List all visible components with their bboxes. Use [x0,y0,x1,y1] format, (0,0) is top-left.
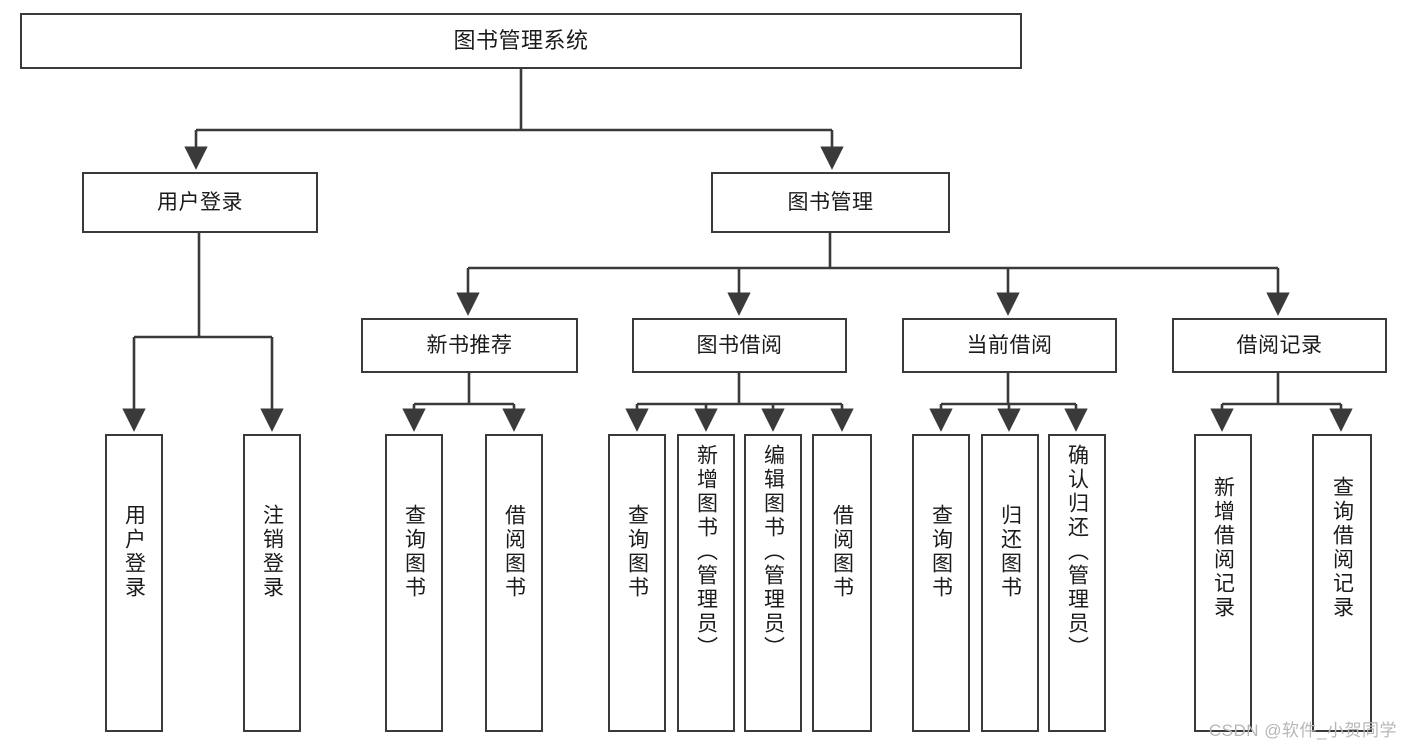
node-book-borrowing[interactable]: 图书借阅 [632,318,847,373]
leaf-query-book-newbook[interactable]: 查询图书 [385,434,443,732]
leaf-add-book-admin[interactable]: 新增图书（管理员） [677,434,735,732]
node-label: 查询图书 [402,504,426,600]
node-label: 当前借阅 [966,333,1053,357]
node-new-book-recommendation[interactable]: 新书推荐 [361,318,578,373]
node-root-book-management-system[interactable]: 图书管理系统 [20,13,1022,69]
leaf-query-book-current[interactable]: 查询图书 [912,434,970,732]
leaf-return-book[interactable]: 归还图书 [981,434,1039,732]
node-label: 确认归还（管理员） [1065,444,1089,660]
node-label: 查询图书 [625,504,649,600]
leaf-confirm-return-admin[interactable]: 确认归还（管理员） [1048,434,1106,732]
node-label: 图书借阅 [696,333,783,357]
node-label: 用户登录 [157,190,243,214]
leaf-add-borrow-record[interactable]: 新增借阅记录 [1194,434,1252,732]
node-label: 编辑图书（管理员） [761,444,785,660]
node-label: 借阅记录 [1236,333,1323,357]
node-label: 查询借阅记录 [1330,476,1354,620]
leaf-borrow-book-newbook[interactable]: 借阅图书 [485,434,543,732]
leaf-borrow-book-borrow[interactable]: 借阅图书 [812,434,872,732]
node-label: 新增图书（管理员） [694,444,718,660]
node-current-borrowing[interactable]: 当前借阅 [902,318,1117,373]
node-user-login[interactable]: 用户登录 [82,172,318,233]
node-label: 图书管理系统 [453,27,589,53]
leaf-query-borrow-record[interactable]: 查询借阅记录 [1312,434,1372,732]
csdn-watermark: CSDN @软件_小贺同学 [1208,721,1397,740]
node-label: 用户登录 [122,504,146,600]
leaf-edit-book-admin[interactable]: 编辑图书（管理员） [744,434,802,732]
node-label: 新增借阅记录 [1211,476,1235,620]
leaf-query-book-borrow[interactable]: 查询图书 [608,434,666,732]
node-label: 借阅图书 [830,504,854,600]
node-borrowing-record[interactable]: 借阅记录 [1172,318,1387,373]
node-label: 借阅图书 [502,504,526,600]
node-book-management[interactable]: 图书管理 [711,172,950,233]
node-label: 注销登录 [260,504,284,600]
leaf-user-login[interactable]: 用户登录 [105,434,163,732]
node-label: 归还图书 [998,504,1022,600]
node-label: 图书管理 [787,190,874,214]
leaf-logout[interactable]: 注销登录 [243,434,301,732]
node-label: 查询图书 [929,504,953,600]
node-label: 新书推荐 [426,333,513,357]
